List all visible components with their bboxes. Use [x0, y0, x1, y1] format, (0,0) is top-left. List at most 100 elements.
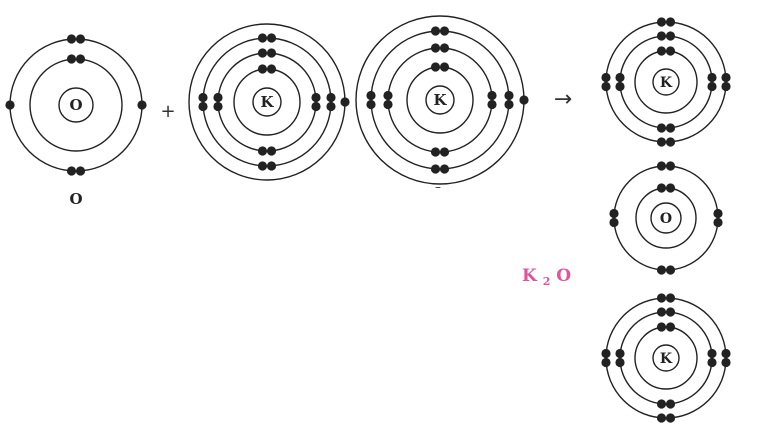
electron — [656, 17, 667, 27]
electron — [665, 413, 676, 423]
electron — [439, 62, 450, 72]
electron — [257, 161, 268, 171]
electron — [656, 183, 667, 193]
electron — [707, 72, 717, 83]
electron — [439, 147, 450, 157]
electron — [609, 217, 619, 228]
electron — [366, 90, 376, 101]
electron — [257, 48, 268, 58]
electron — [601, 348, 611, 359]
electron — [721, 72, 731, 83]
electron — [707, 357, 717, 368]
electron — [66, 54, 77, 64]
nucleus — [650, 202, 682, 234]
electron — [665, 399, 676, 409]
k-reactant-2-atom: K — [355, 15, 529, 185]
electron — [656, 31, 667, 41]
electron — [665, 17, 676, 27]
electron — [257, 33, 268, 43]
electron — [707, 348, 717, 359]
electron — [665, 161, 676, 171]
nucleus — [58, 87, 94, 123]
electron — [665, 293, 676, 303]
element-symbol: K — [260, 93, 274, 111]
electron — [75, 54, 86, 64]
electron — [383, 90, 393, 101]
formula-tail: O — [556, 266, 571, 286]
electron — [75, 166, 86, 176]
electron — [66, 34, 77, 44]
electron — [311, 101, 321, 112]
formula-subscript: 2 — [543, 275, 551, 288]
electron — [266, 33, 277, 43]
electron — [601, 357, 611, 368]
electron — [615, 81, 625, 92]
electron — [656, 123, 667, 133]
electron — [656, 265, 667, 275]
electron — [609, 208, 619, 219]
electron — [213, 92, 223, 103]
electron — [439, 164, 450, 174]
electron — [266, 64, 277, 74]
electron — [665, 183, 676, 193]
electron — [656, 413, 667, 423]
electron — [75, 34, 86, 44]
electron — [430, 43, 441, 53]
k-reactant-1-atom: K — [188, 23, 350, 181]
electron — [326, 92, 336, 103]
electron — [504, 90, 514, 101]
element-symbol: K — [660, 351, 673, 367]
element-symbol: K — [433, 91, 447, 109]
element-symbol: O — [69, 96, 82, 114]
electron — [665, 265, 676, 275]
electron — [721, 81, 731, 92]
electron — [519, 95, 529, 105]
o-product-atom: O — [609, 161, 723, 275]
electron — [656, 46, 667, 56]
electron — [713, 217, 723, 228]
electron — [439, 43, 450, 53]
oxygen-caption: O — [69, 190, 82, 208]
element-symbol: O — [660, 211, 672, 227]
electron — [665, 307, 676, 317]
electron — [656, 307, 667, 317]
reaction-arrow: → — [554, 87, 572, 112]
electron — [615, 357, 625, 368]
electron — [713, 208, 723, 219]
electron — [266, 48, 277, 58]
electron — [665, 123, 676, 133]
nucleus — [652, 344, 680, 372]
electron — [266, 146, 277, 156]
electron — [326, 101, 336, 112]
plus-sign: + — [160, 101, 175, 122]
electron — [707, 81, 717, 92]
nucleus — [425, 85, 455, 115]
nucleus — [652, 68, 680, 96]
k-product-1-atom: K — [601, 17, 731, 147]
electron — [257, 64, 268, 74]
electron — [383, 99, 393, 110]
electron — [266, 161, 277, 171]
electron — [198, 92, 208, 103]
electron — [721, 348, 731, 359]
electron — [430, 147, 441, 157]
electron — [504, 99, 514, 110]
electron — [665, 31, 676, 41]
electron — [198, 101, 208, 112]
electron — [366, 99, 376, 110]
element-symbol: K — [660, 75, 673, 91]
electron — [257, 146, 268, 156]
electron — [656, 161, 667, 171]
electron — [487, 99, 497, 110]
electron — [665, 137, 676, 147]
electron — [615, 72, 625, 83]
o-reactant-atom: O — [5, 34, 147, 176]
electron — [487, 90, 497, 101]
electron — [137, 100, 147, 110]
electron — [656, 322, 667, 332]
electron — [601, 81, 611, 92]
electron — [656, 137, 667, 147]
electron — [656, 399, 667, 409]
electron — [430, 62, 441, 72]
